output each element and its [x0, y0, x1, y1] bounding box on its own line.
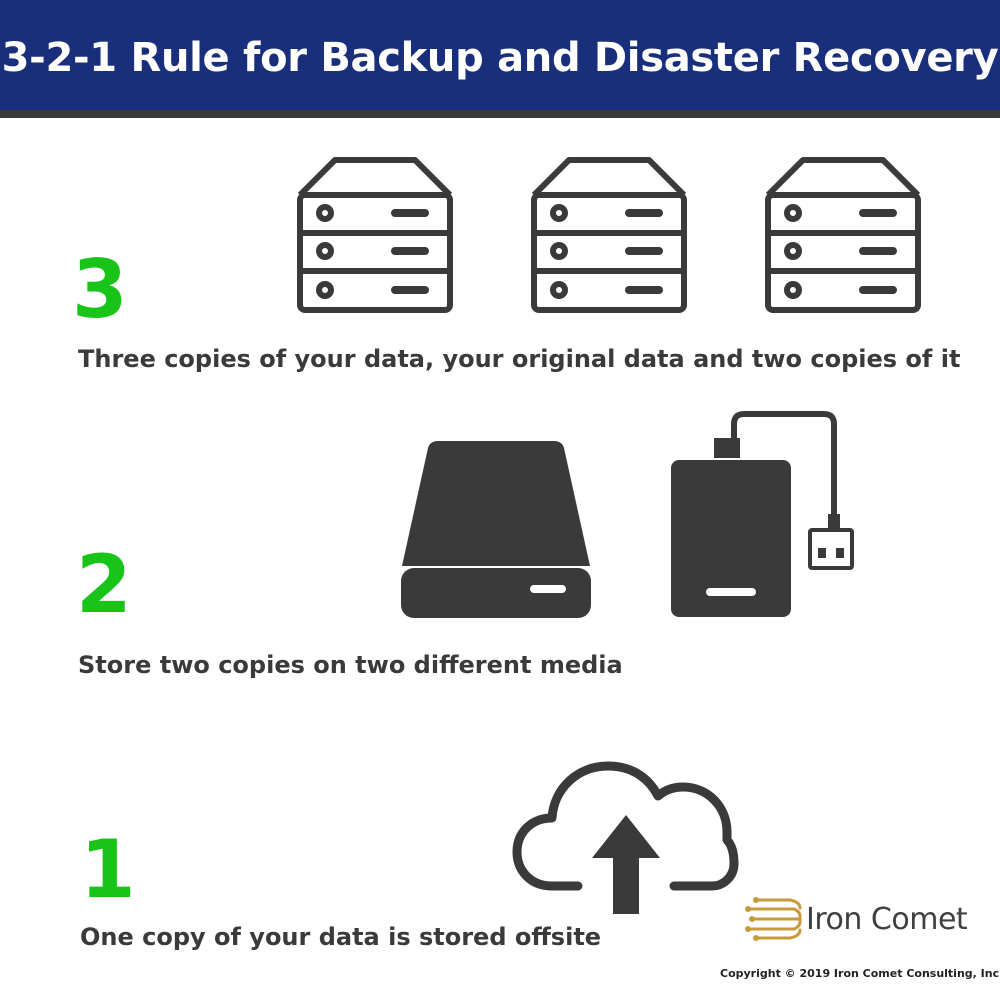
server-icon: [765, 157, 921, 313]
cloud-upload-icon: [512, 761, 739, 914]
header-banner: 3-2-1 Rule for Backup and Disaster Recov…: [0, 0, 1000, 118]
copyright-notice: Copyright © 2019 Iron Comet Consulting, …: [720, 967, 1000, 980]
external-drive-icon: [671, 411, 854, 617]
page-title: 3-2-1 Rule for Backup and Disaster Recov…: [1, 35, 999, 81]
section-caption-three: Three copies of your data, your original…: [78, 345, 961, 373]
section-caption-two: Store two copies on two different media: [78, 651, 623, 679]
comet-logo-icon: [745, 897, 802, 941]
server-icon: [297, 157, 453, 313]
section-caption-one: One copy of your data is stored offsite: [80, 923, 602, 951]
hard-drive-icon: [401, 441, 591, 618]
logo-wordmark: Iron Comet: [806, 902, 968, 937]
section-number-two: 2: [76, 538, 132, 631]
server-icon: [531, 157, 687, 313]
section-number-one: 1: [80, 823, 136, 916]
section-number-three: 3: [72, 243, 128, 336]
